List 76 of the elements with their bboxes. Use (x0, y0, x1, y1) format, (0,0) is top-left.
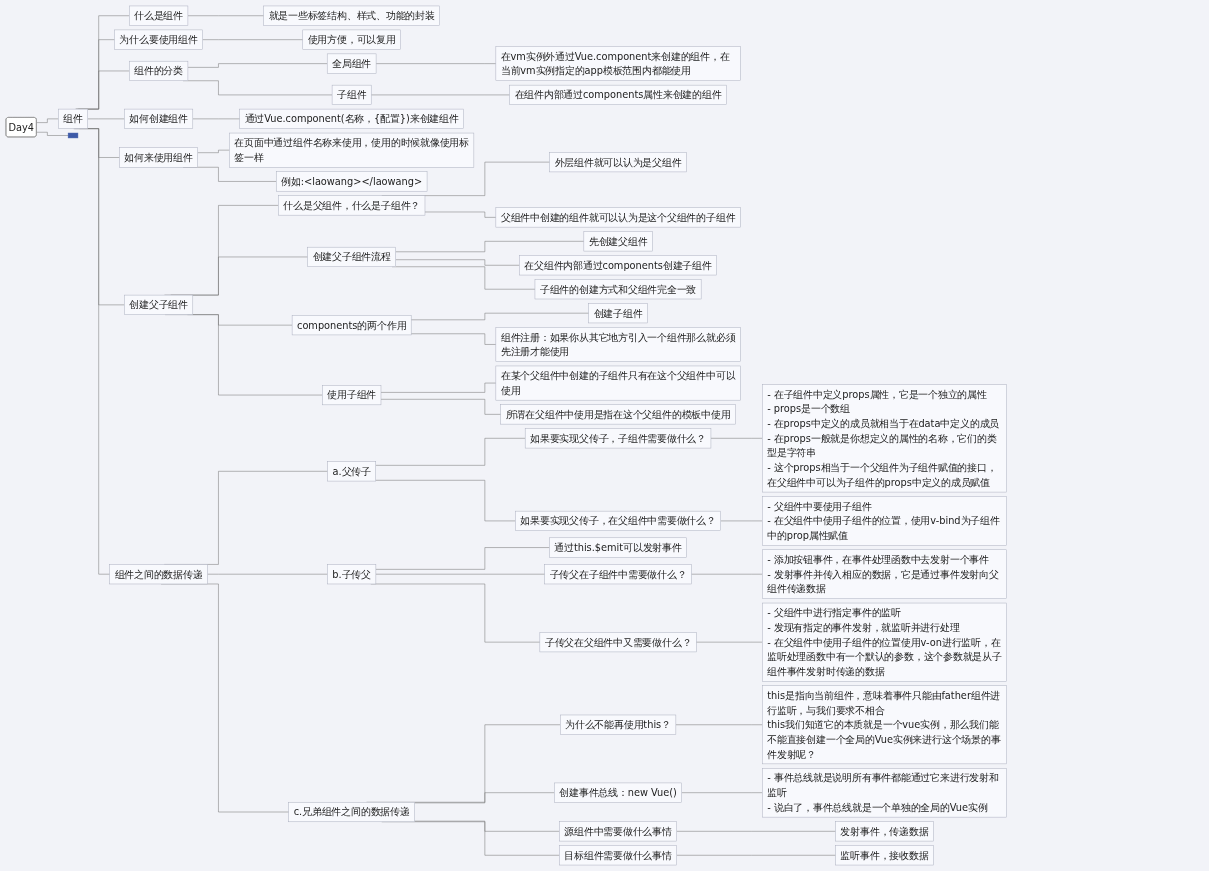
node-box: 在父组件内部通过components创建子组件 (519, 255, 717, 276)
node-box: 所谓在父组件中使用是指在这个父组件的模板中使用 (500, 404, 736, 425)
connector (375, 547, 550, 570)
node-box: 组件之间的数据传递 (109, 564, 208, 585)
node-box: 创建父子组件流程 (307, 246, 396, 267)
node-box: 组件 (58, 108, 88, 129)
node-box: 子组件 (331, 84, 372, 105)
connector (36, 132, 69, 136)
node-box: 创建子组件 (588, 303, 648, 324)
node-box: 目标组件需要做什么事情 (559, 845, 677, 866)
node-box: 例如:<laowang></laowang> (276, 171, 428, 192)
node-box: 组件注册：如果你从其它地方引入一个组件那么就必须先注册才能使用 (495, 327, 741, 362)
node-box: components的两个作用 (291, 315, 412, 336)
node-box: b.子传父 (327, 564, 377, 585)
node-box: 为什么不能再使用this？ (560, 714, 677, 735)
connector (375, 480, 516, 522)
node-box: 全局组件 (326, 53, 377, 74)
node-box: 在vm实例外通过Vue.component来创建的组件，在当前vm实例指定的app模板范围内都能使用 (495, 46, 741, 81)
connector (410, 312, 589, 321)
connector (375, 63, 497, 64)
node-box: 源组件中需要做什么事情 (559, 821, 677, 842)
connector (395, 241, 585, 253)
connector (414, 820, 560, 832)
connector (202, 39, 303, 40)
node-box: 组件的分类 (129, 60, 189, 81)
node-box: 什么是父组件，什么是子组件？ (278, 195, 426, 216)
connector (380, 382, 497, 393)
node-box: 外层组件就可以认为是父组件 (549, 152, 687, 173)
connector (675, 724, 763, 725)
node-box: 先创建父组件 (583, 231, 653, 252)
node-box: 如果要实现父传子，在父组件中需要做什么？ (515, 510, 721, 531)
node-box: 为什么要使用组件 (114, 29, 203, 50)
node-box: 在某个父组件中创建的子组件只有在这个父组件中可以使用 (495, 365, 741, 401)
node-box: - 在子组件中定义props属性，它是一个独立的属性 - props是一个数组 - 在props中定义的成员就相当于在data中定义的成员 - 在props一般就是你想定义的属性的名称，它们的类型是字符串 - 这个props相当于一个父组件为子组件赋值的接口，在父组件中可以为子组件的props中定义的成员赋值 (762, 384, 1007, 493)
node-box: 通过Vue.component(名称，{配置})来创建组件 (239, 108, 464, 129)
connector (375, 573, 545, 575)
node-box: 如何来使用组件 (119, 147, 198, 168)
connector (187, 15, 264, 16)
connector (676, 831, 836, 832)
node-box: 在组件内部通过components属性来创建的组件 (509, 84, 727, 105)
node-box: c.兄弟组件之间的数据传递 (288, 802, 415, 823)
connector (676, 855, 836, 856)
connector (424, 211, 497, 218)
connector (395, 259, 520, 266)
node-box: 监听事件，接收数据 (835, 845, 934, 866)
connector (197, 149, 230, 153)
node-box: a.父传子 (327, 461, 376, 482)
node-box: 如果要实现父传子，子组件需要做什么？ (524, 428, 712, 449)
connector (681, 792, 763, 793)
connector (414, 792, 555, 804)
node-box: 如何创建组件 (124, 108, 194, 129)
node-box: 通过this.$emit可以发射事件 (549, 537, 687, 558)
node-box: 使用子组件 (322, 385, 382, 406)
node-box: this是指向当前组件，意味着事件只能由father组件进行监听，与我们要求不相合 this我们知道它的本质就是一个vue实例，那么我们能不能直接创建一个全局的Vue实例来进行这个场景的事件发射呢？ (762, 685, 1007, 765)
node-box: 在页面中通过组件名称来使用，使用的时候就像使用标签一样 (229, 132, 475, 168)
node-box: 子组件的创建方式和父组件完全一致 (534, 279, 702, 300)
node-box: 创建事件总线：new Vue() (554, 782, 682, 803)
node-box: 什么是组件 (129, 5, 189, 26)
node-box: 就是一些标签结构、样式、功能的封装 (263, 5, 440, 26)
node-box (67, 132, 79, 139)
node-box: 使用方便，可以复用 (302, 29, 401, 50)
node-box: - 父组件中进行指定事件的监听 - 发现有指定的事件发射，就监听并进行处理 - 在父组件中使用子组件的位置使用v-on进行监听，在监听处理函数中有一个默认的参数，这个参数就是从子组件事件发射时传递的数据 (762, 602, 1007, 682)
node-box: 子传父在父组件中又需要做什么？ (539, 632, 697, 653)
connector (187, 63, 328, 68)
connector (380, 399, 501, 415)
node-box: 父组件中创建的组件就可以认为是这个父组件的子组件 (495, 207, 741, 228)
node-box: - 事件总线就是说明所有事件都能通过它来进行发射和监听 - 说白了，事件总线就是一个单独的全局的Vue实例 (762, 768, 1007, 818)
connector (710, 438, 763, 439)
node-box: - 父组件中要使用子组件 - 在父组件中使用子组件的位置，使用v-bind为子组件中的prop属性赋值 (762, 496, 1007, 546)
node-box: 发射事件，传递数据 (835, 821, 934, 842)
connector (375, 438, 526, 466)
node-box: - 添加按钮事件，在事件处理函数中去发射一个事件 - 发射事件并传入相应的数据，它是通过事件发射向父组件传递数据 (762, 549, 1007, 599)
connector (410, 333, 497, 345)
node-box: 子传父在子组件中需要做什么？ (544, 564, 692, 585)
node-box: 创建父子组件 (124, 294, 194, 315)
connector (36, 118, 59, 123)
